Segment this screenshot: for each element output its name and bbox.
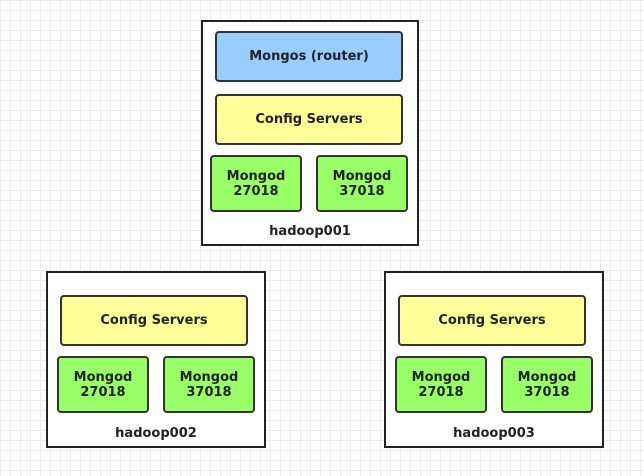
- mongod-label: Mongod: [179, 369, 239, 385]
- mongod-port: 27018: [233, 183, 279, 199]
- mongod-label: Mongod: [226, 168, 286, 184]
- host-hadoop003: Config Servers Mongod 27018 Mongod 37018…: [384, 271, 604, 448]
- mongod-port: 27018: [418, 384, 464, 400]
- host-name-label: hadoop001: [269, 224, 351, 239]
- mongod-port: 37018: [524, 384, 570, 400]
- config-servers-node: Config Servers: [60, 295, 248, 346]
- host-name-label: hadoop002: [115, 426, 197, 441]
- mongod-label: Mongod: [73, 369, 133, 385]
- mongod-node: Mongod 27018: [57, 356, 149, 413]
- mongod-port: 27018: [80, 384, 126, 400]
- mongod-node: Mongod 37018: [501, 356, 593, 413]
- config-servers-node: Config Servers: [215, 94, 403, 145]
- mongos-router-node: Mongos (router): [215, 31, 403, 82]
- config-servers-label: Config Servers: [438, 313, 546, 328]
- mongod-node: Mongod 37018: [316, 155, 408, 212]
- config-servers-node: Config Servers: [398, 295, 586, 346]
- mongod-label: Mongod: [517, 369, 577, 385]
- host-name-label: hadoop003: [453, 426, 535, 441]
- config-servers-label: Config Servers: [255, 112, 363, 127]
- mongod-label: Mongod: [332, 168, 392, 184]
- mongod-label: Mongod: [411, 369, 471, 385]
- mongod-port: 37018: [339, 183, 385, 199]
- host-hadoop001: Mongos (router) Config Servers Mongod 27…: [201, 20, 419, 246]
- host-hadoop002: Config Servers Mongod 27018 Mongod 37018…: [46, 271, 266, 448]
- mongod-node: Mongod 37018: [163, 356, 255, 413]
- config-servers-label: Config Servers: [100, 313, 208, 328]
- mongos-router-label: Mongos (router): [249, 49, 369, 64]
- mongod-node: Mongod 27018: [210, 155, 302, 212]
- mongod-node: Mongod 27018: [395, 356, 487, 413]
- mongod-port: 37018: [186, 384, 232, 400]
